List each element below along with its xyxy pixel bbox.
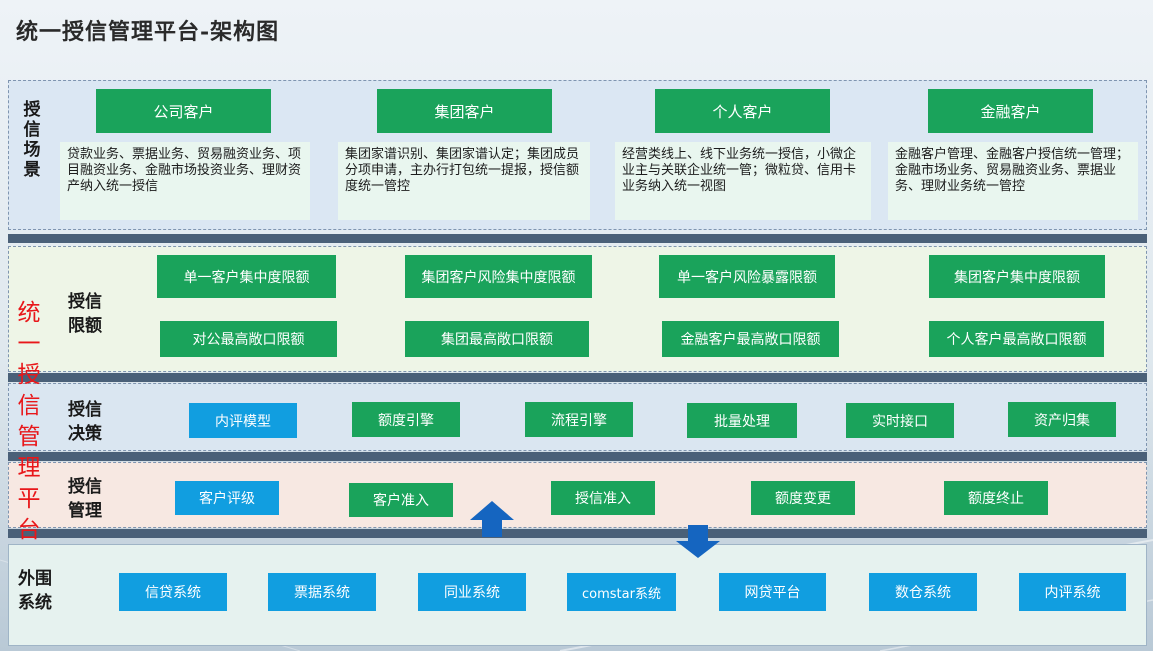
limit-single-risk-exposure[interactable]: 单一客户风险暴露限额 xyxy=(659,255,835,298)
limit-group-max-exposure[interactable]: 集团最高敞口限额 xyxy=(405,321,589,357)
limit-group-concentration[interactable]: 集团客户集中度限额 xyxy=(929,255,1105,298)
customer-financial-button[interactable]: 金融客户 xyxy=(928,89,1093,133)
band-separator xyxy=(8,373,1147,382)
management-customer-rating[interactable]: 客户评级 xyxy=(175,481,279,515)
band-separator xyxy=(8,529,1147,538)
management-limit-termination[interactable]: 额度终止 xyxy=(944,481,1048,515)
band-separator xyxy=(8,452,1147,461)
limit-personal-max-exposure[interactable]: 个人客户最高敞口限额 xyxy=(929,321,1104,357)
decision-realtime-interface[interactable]: 实时接口 xyxy=(846,403,954,438)
external-interbank-system[interactable]: 同业系统 xyxy=(418,573,526,611)
arrow-up-icon xyxy=(470,501,514,537)
external-label: 外围系统 xyxy=(18,569,52,613)
external-internal-rating-system[interactable]: 内评系统 xyxy=(1019,573,1126,611)
limit-label: 授信限额 xyxy=(68,292,102,336)
decision-limit-engine[interactable]: 额度引擎 xyxy=(352,402,460,437)
limit-single-concentration[interactable]: 单一客户集中度限额 xyxy=(157,255,336,298)
external-bill-system[interactable]: 票据系统 xyxy=(268,573,376,611)
management-limit-change[interactable]: 额度变更 xyxy=(751,481,855,515)
management-credit-admission[interactable]: 授信准入 xyxy=(551,481,655,515)
management-customer-admission[interactable]: 客户准入 xyxy=(349,483,453,517)
decision-internal-rating-model[interactable]: 内评模型 xyxy=(189,403,297,438)
customer-company-desc: 贷款业务、票据业务、贸易融资业务、项目融资业务、金融市场投资业务、理财资产纳入统… xyxy=(60,142,310,220)
external-online-loan-platform[interactable]: 网贷平台 xyxy=(719,573,826,611)
platform-title: 统一授信管理平台 xyxy=(17,300,41,543)
decision-asset-aggregation[interactable]: 资产归集 xyxy=(1008,402,1116,437)
band-separator xyxy=(8,234,1147,243)
customer-financial-desc: 金融客户管理、金融客户授信统一管理；金融市场业务、贸易融资业务、票据业务、理财业… xyxy=(888,142,1138,220)
customer-group-button[interactable]: 集团客户 xyxy=(377,89,552,133)
arrow-down-icon xyxy=(676,525,720,558)
scene-label: 授信场景 xyxy=(23,100,41,180)
limit-corporate-max-exposure[interactable]: 对公最高敞口限额 xyxy=(160,321,337,357)
management-label: 授信管理 xyxy=(68,477,102,521)
limit-financial-max-exposure[interactable]: 金融客户最高敞口限额 xyxy=(662,321,839,357)
customer-personal-desc: 经营类线上、线下业务统一授信，小微企业主与关联企业统一管；微粒贷、信用卡业务纳入… xyxy=(615,142,871,220)
decision-batch-processing[interactable]: 批量处理 xyxy=(687,403,797,438)
customer-personal-button[interactable]: 个人客户 xyxy=(655,89,830,133)
external-comstar-system[interactable]: comstar系统 xyxy=(567,573,676,611)
decision-process-engine[interactable]: 流程引擎 xyxy=(525,402,633,437)
external-data-warehouse-system[interactable]: 数仓系统 xyxy=(869,573,977,611)
external-credit-system[interactable]: 信贷系统 xyxy=(119,573,227,611)
page-title: 统一授信管理平台-架构图 xyxy=(16,19,280,45)
customer-group-desc: 集团家谱识别、集团家谱认定；集团成员分项申请，主办行打包统一提报，授信额度统一管… xyxy=(338,142,590,220)
customer-company-button[interactable]: 公司客户 xyxy=(96,89,271,133)
decision-label: 授信决策 xyxy=(68,400,102,444)
limit-group-risk-concentration[interactable]: 集团客户风险集中度限额 xyxy=(405,255,592,298)
